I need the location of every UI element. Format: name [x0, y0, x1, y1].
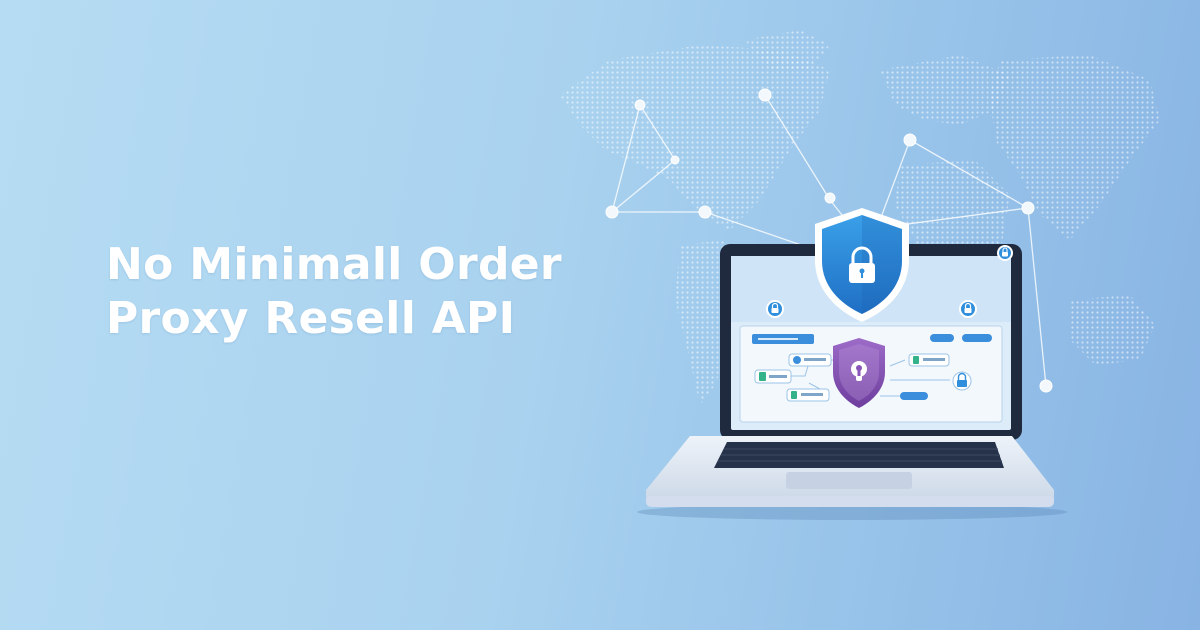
screen-node [908, 353, 950, 367]
north-america-shape [560, 45, 830, 230]
headline-line-2: Proxy Resell API [106, 293, 516, 344]
security-shield-icon [815, 208, 909, 322]
screen-node [754, 369, 792, 384]
greenland-shape [745, 30, 830, 70]
laptop-icon [637, 244, 1067, 520]
network-node-icon [824, 192, 836, 204]
keyboard-icon [714, 442, 1004, 468]
network-node-icon [1021, 201, 1035, 215]
network-node-icon [758, 88, 772, 102]
padlock-icon [766, 300, 784, 318]
dashboard-pill [962, 334, 992, 342]
padlock-icon [849, 246, 875, 283]
network-node-icon [1039, 379, 1053, 393]
hero-headline: No Minimall Order Proxy Resell API [106, 238, 562, 346]
australia-shape [1070, 295, 1155, 365]
network-node-icon [634, 99, 646, 111]
network-node-icon [605, 205, 619, 219]
padlock-icon [959, 300, 977, 318]
padlock-icon [952, 371, 972, 391]
headline-line-1: No Minimall Order [106, 239, 562, 290]
europe-shape [880, 55, 1010, 125]
asia-shape [990, 55, 1160, 240]
network-nodes [605, 88, 1053, 393]
network-node-icon [698, 205, 712, 219]
trackpad [786, 472, 912, 489]
dashboard-pill [900, 392, 928, 400]
dashboard-pill [930, 334, 954, 342]
screen-node [786, 388, 830, 402]
padlock-icon [997, 245, 1013, 261]
network-node-icon [670, 155, 680, 165]
security-shield-icon [833, 338, 885, 408]
screen-node [788, 353, 832, 367]
network-node-icon [903, 133, 917, 147]
